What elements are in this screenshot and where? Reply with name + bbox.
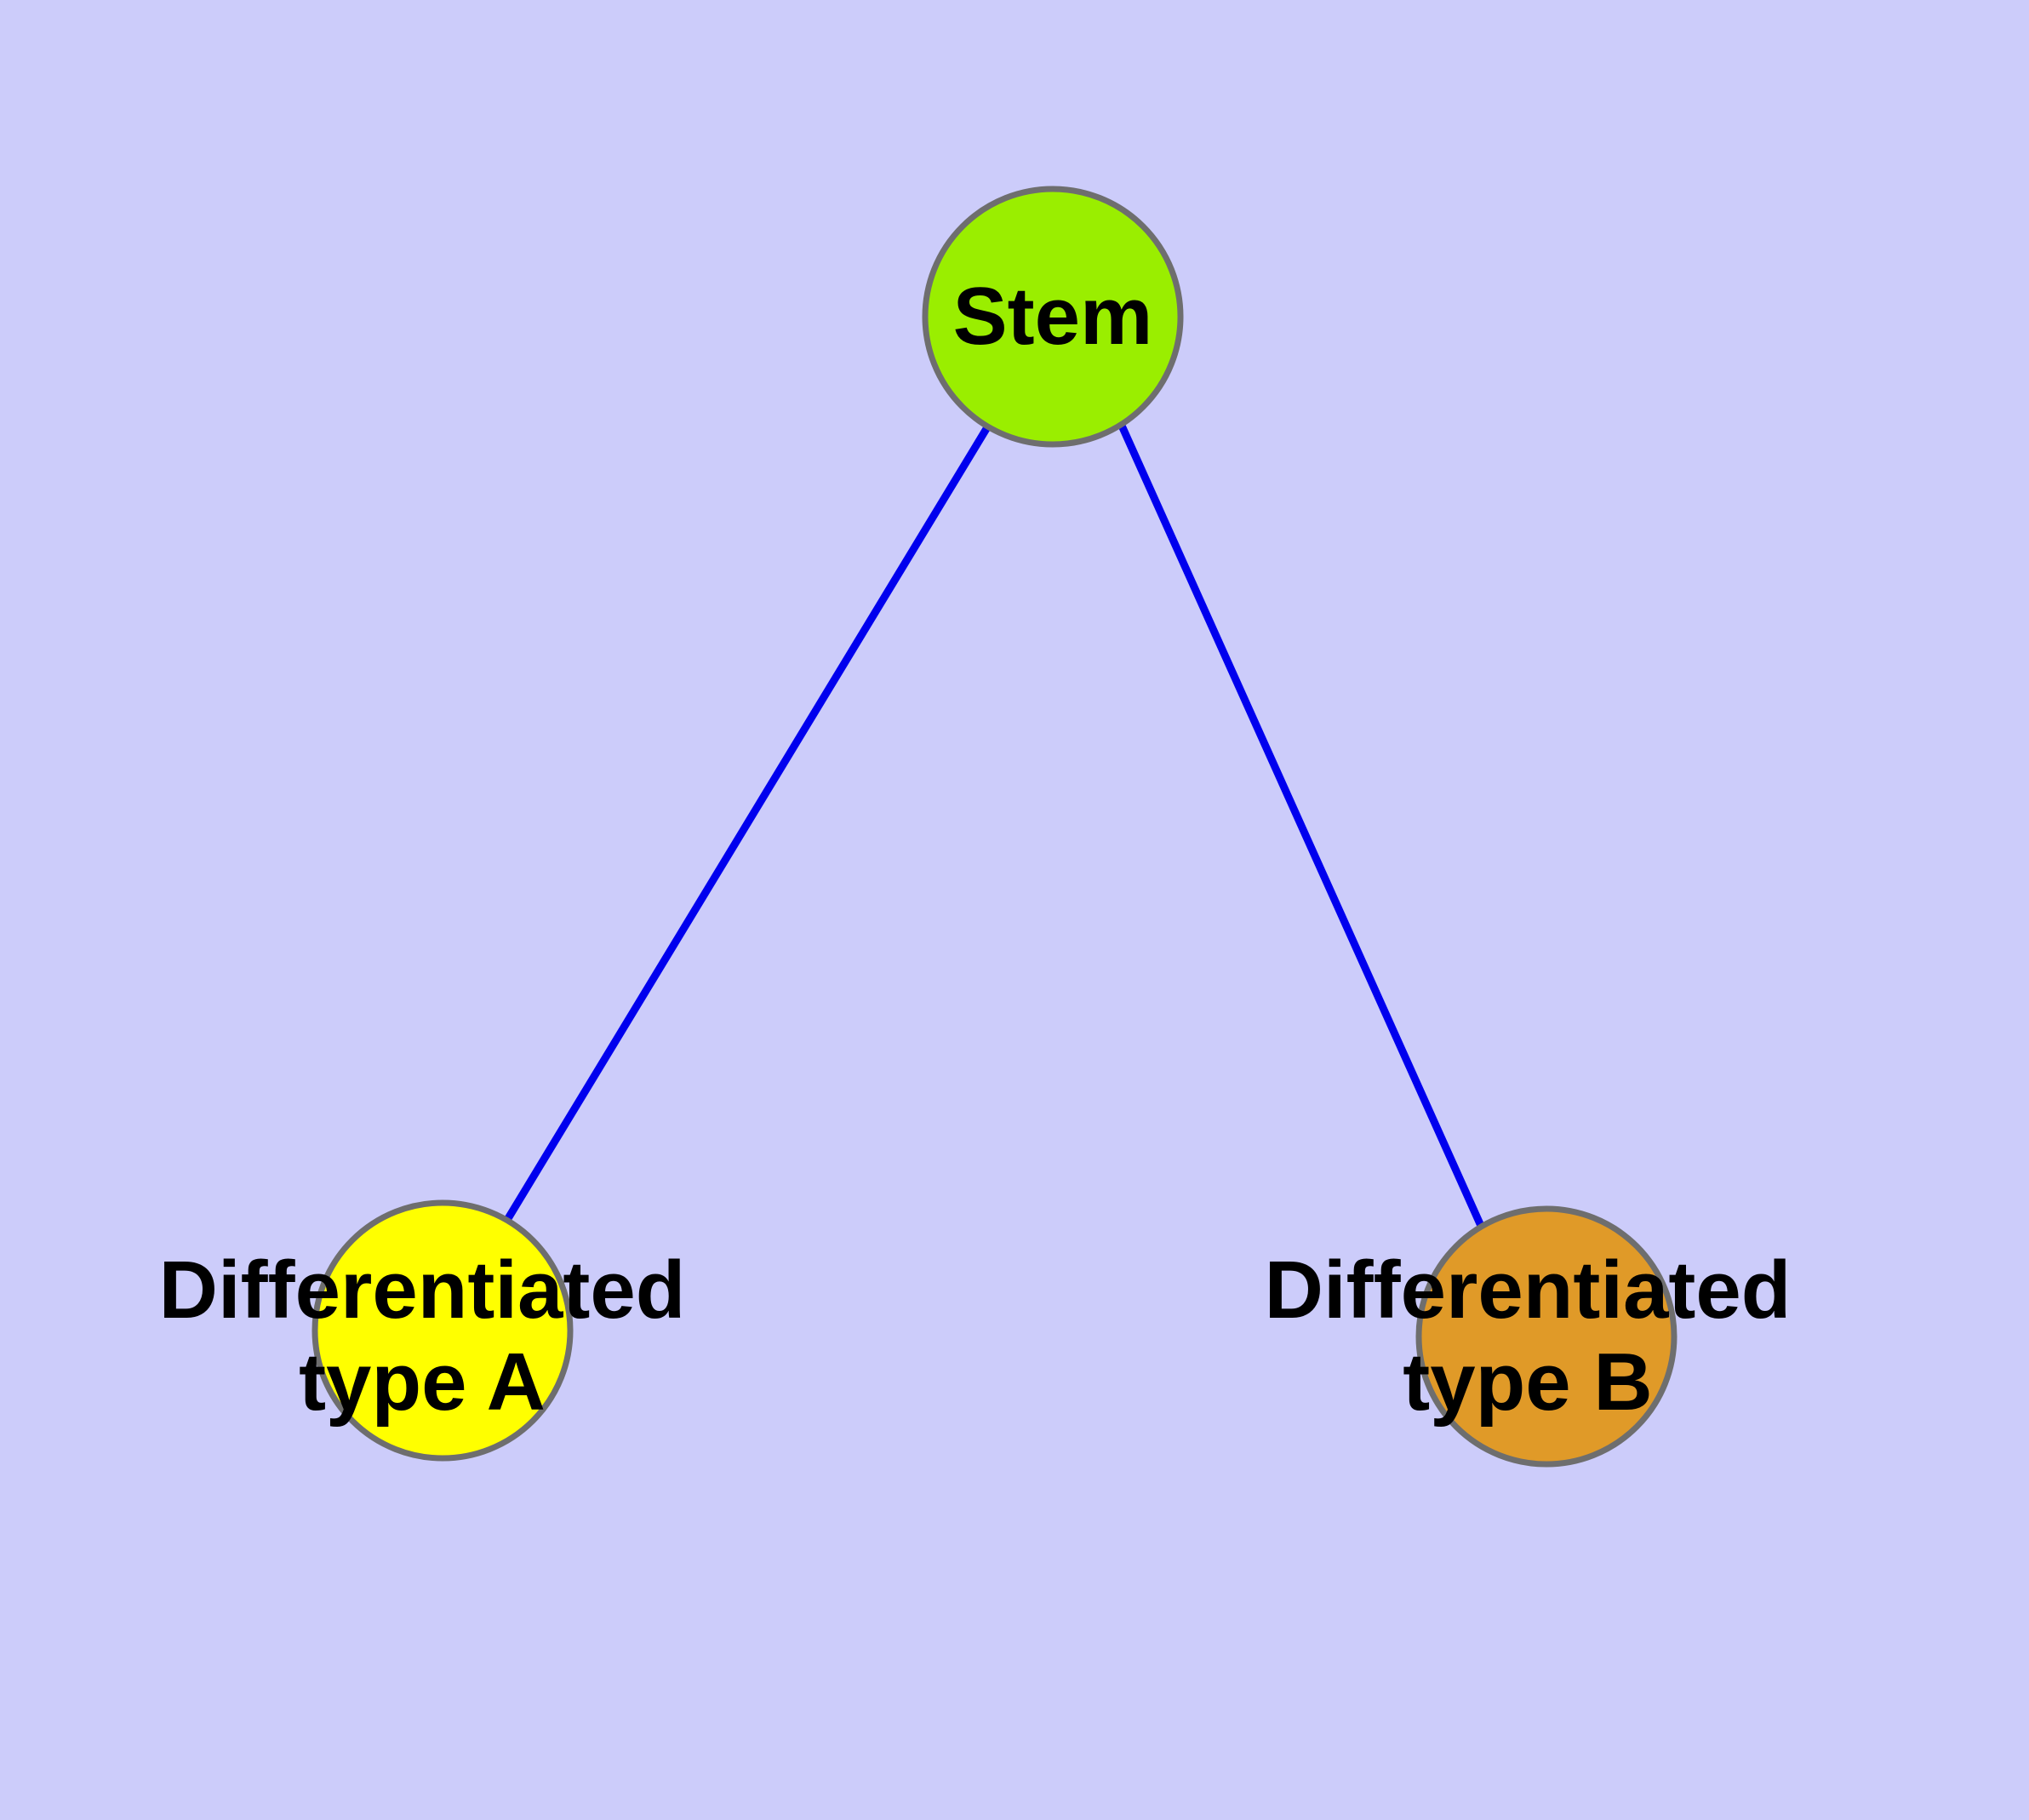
label-layer: Stem Differentiated type A Differentiate… [159, 271, 1792, 1428]
node-stem-label: Stem [953, 271, 1153, 362]
node-differentiated-type-b-label-line1: Differentiated [1265, 1245, 1792, 1336]
edge-layer [504, 424, 1485, 1228]
edge-stem-to-differentiated-type-b[interactable] [1117, 424, 1485, 1228]
edge-stem-to-differentiated-type-a[interactable] [504, 425, 991, 1222]
node-differentiated-type-b-label-line2: type B [1403, 1336, 1652, 1428]
node-differentiated-type-a[interactable] [311, 1199, 574, 1462]
node-differentiated-type-a-label-line2: type A [299, 1336, 546, 1428]
node-layer [311, 186, 1677, 1468]
node-differentiated-type-a-circle[interactable] [311, 1199, 574, 1462]
node-differentiated-type-b[interactable] [1415, 1205, 1677, 1468]
node-stem-circle[interactable] [922, 186, 1184, 448]
node-stem[interactable] [922, 186, 1184, 448]
node-differentiated-type-a-label-line1: Differentiated [159, 1245, 686, 1336]
node-differentiated-type-b-circle[interactable] [1415, 1205, 1677, 1468]
